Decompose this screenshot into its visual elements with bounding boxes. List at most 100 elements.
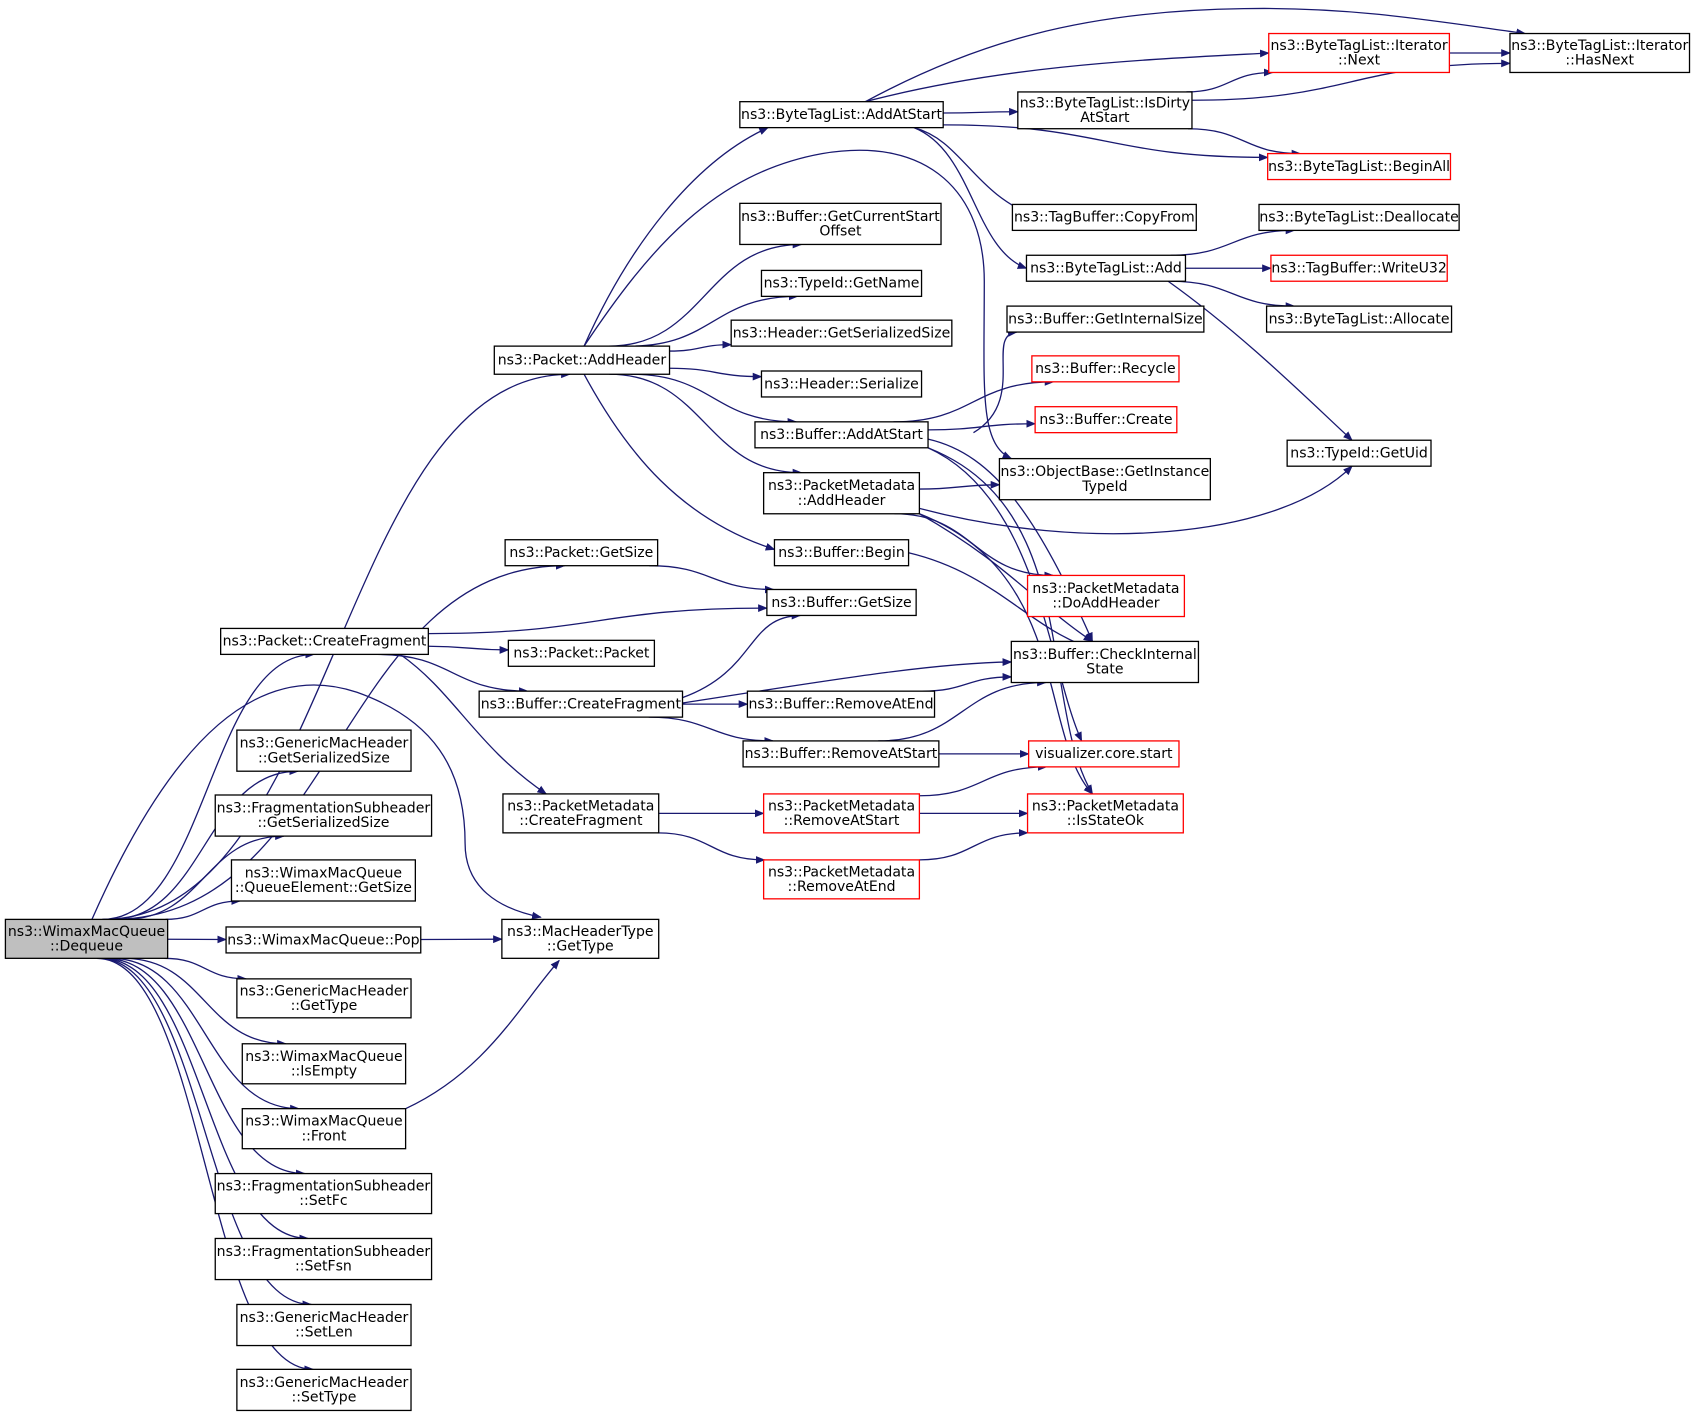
node-viz-start[interactable]: visualizer.core.start <box>1027 740 1180 768</box>
node-box <box>1011 203 1197 232</box>
node-label-line: ::IsEmpty <box>291 1063 357 1079</box>
edge-root-to-qe_getsize <box>165 897 242 921</box>
node-buf-recycle[interactable]: ns3::Buffer::Recycle <box>1031 355 1180 383</box>
node-root[interactable]: ns3::WimaxMacQueue::Dequeue <box>4 918 169 959</box>
node-box <box>241 1108 407 1150</box>
node-pkt-addheader[interactable]: ns3::Packet::AddHeader <box>493 345 671 375</box>
node-label-line: ns3::ByteTagList::Iterator <box>1511 38 1688 54</box>
node-label-line: ns3::ByteTagList::Iterator <box>1271 38 1448 54</box>
node-buf-removeatend[interactable]: ns3::Buffer::RemoveAtEnd <box>746 690 936 718</box>
edge-buf_begin-to-buf_checkinternal <box>908 552 1094 650</box>
node-buf-addatstart[interactable]: ns3::Buffer::AddAtStart <box>754 421 929 449</box>
node-pm-removeatstart[interactable]: ns3::PacketMetadata::RemoveAtStart <box>762 793 921 834</box>
node-box <box>236 729 412 772</box>
node-tagbuf-writeu32[interactable]: ns3::TagBuffer::WriteU32 <box>1270 254 1448 282</box>
node-hdr-serialize[interactable]: ns3::Header::Serialize <box>760 370 923 398</box>
node-label-line: ns3::PacketMetadata <box>507 798 654 814</box>
node-box <box>1265 305 1453 333</box>
node-mht-gettype[interactable]: ns3::MacHeaderType::GetType <box>501 918 660 959</box>
node-pm-doaddheader[interactable]: ns3::PacketMetadata::DoAddHeader <box>1026 574 1186 618</box>
edge-root-to-wmq_isempty <box>123 957 287 1048</box>
node-buf-removeatstart[interactable]: ns3::Buffer::RemoveAtStart <box>742 740 940 768</box>
node-box <box>1006 305 1205 333</box>
node-label-line: ::Front <box>301 1128 346 1144</box>
node-label-line: ::GetSerializedSize <box>258 750 390 766</box>
node-buf-createfrag[interactable]: ns3::Buffer::CreateFragment <box>478 690 684 718</box>
node-label-line: ns3::FragmentationSubheader <box>217 1244 431 1260</box>
node-label-line: ::Dequeue <box>50 938 123 954</box>
node-fsh-setfc[interactable]: ns3::FragmentationSubheader::SetFc <box>214 1172 433 1215</box>
node-btl-dealloc[interactable]: ns3::ByteTagList::Deallocate <box>1258 203 1460 232</box>
node-pm-removeatend[interactable]: ns3::PacketMetadata::RemoveAtEnd <box>762 859 921 900</box>
node-fsh-getsersize[interactable]: ns3::FragmentationSubheader::GetSerializ… <box>214 794 433 837</box>
node-label-line: ns3::PacketMetadata <box>768 864 915 880</box>
node-typeid-getname[interactable]: ns3::TypeId::GetName <box>760 269 923 298</box>
node-label-line: ns3::TagBuffer::CopyFrom <box>1014 210 1195 226</box>
node-btl-allocate[interactable]: ns3::ByteTagList::Allocate <box>1265 305 1453 333</box>
node-pkt-getsize[interactable]: ns3::Packet::GetSize <box>504 539 659 567</box>
node-box <box>236 978 412 1019</box>
node-wmq-isempty[interactable]: ns3::WimaxMacQueue::IsEmpty <box>241 1043 407 1085</box>
edge-btl_add-to-btl_dealloc <box>1170 226 1296 256</box>
node-wmq-front[interactable]: ns3::WimaxMacQueue::Front <box>241 1108 407 1150</box>
node-pm-createfrag[interactable]: ns3::PacketMetadata::CreateFragment <box>502 793 660 834</box>
node-label-line: ::SetFsn <box>295 1259 352 1275</box>
node-label-line: ns3::Buffer::GetInternalSize <box>1008 311 1202 327</box>
edge-pkt_addheader-to-hdr_getsersize <box>669 340 733 352</box>
node-gmh-gettype[interactable]: ns3::GenericMacHeader::GetType <box>236 978 412 1019</box>
edge-btl_isdirty-to-btl_beginall <box>1187 128 1302 158</box>
node-btli-hasnext[interactable]: ns3::ByteTagList::Iterator::HasNext <box>1509 32 1691 74</box>
node-btl-beginall[interactable]: ns3::ByteTagList::BeginAll <box>1267 152 1452 181</box>
node-label-line: ns3::Buffer::GetSize <box>771 595 911 611</box>
node-box <box>1027 740 1180 768</box>
edge-pm_createfrag-to-pm_removeatend <box>657 832 766 864</box>
node-label-line: ns3::ObjectBase::GetInstance <box>1000 464 1209 480</box>
node-gmh-settype[interactable]: ns3::GenericMacHeader::SetType <box>236 1368 412 1412</box>
edge-buf_createfrag-to-buf_checkinternal <box>682 658 1013 704</box>
node-buf-begin[interactable]: ns3::Buffer::Begin <box>773 539 910 567</box>
node-box <box>746 690 936 718</box>
node-gmh-getsersize[interactable]: ns3::GenericMacHeader::GetSerializedSize <box>236 729 412 772</box>
node-qe-getsize[interactable]: ns3::WimaxMacQueue::QueueElement::GetSiz… <box>230 859 416 902</box>
edge-root-to-gmh_settype <box>96 957 315 1374</box>
edge-pm_removeatstart-to-viz_start <box>919 762 1048 797</box>
node-pkt-packet[interactable]: ns3::Packet::Packet <box>507 639 656 667</box>
node-label-line: ::Next <box>1338 53 1381 69</box>
node-fsh-setfsn[interactable]: ns3::FragmentationSubheader::SetFsn <box>214 1237 433 1281</box>
node-box <box>236 1368 412 1412</box>
node-box <box>1268 32 1451 74</box>
node-label-line: ns3::Buffer::GetCurrentStart <box>741 209 940 225</box>
node-label-line: ::IsStateOk <box>1067 813 1145 829</box>
node-tagbuf-copyfrom[interactable]: ns3::TagBuffer::CopyFrom <box>1011 203 1197 232</box>
node-typeid-getuid[interactable]: ns3::TypeId::GetUid <box>1286 439 1432 467</box>
node-btli-next[interactable]: ns3::ByteTagList::Iterator::Next <box>1268 32 1451 74</box>
node-hdr-getsersize[interactable]: ns3::Header::GetSerializedSize <box>730 319 953 347</box>
node-box <box>754 421 929 449</box>
node-label-line: ns3::PacketMetadata <box>768 798 915 814</box>
node-box <box>504 539 659 567</box>
node-label-line: ::RemoveAtEnd <box>787 879 895 895</box>
edge-root-to-fsh_setfc <box>104 957 306 1178</box>
node-box <box>501 918 660 959</box>
node-btl-addatstart[interactable]: ns3::ByteTagList::AddAtStart <box>739 101 944 129</box>
node-wmq-pop[interactable]: ns3::WimaxMacQueue::Pop <box>225 926 422 954</box>
node-label-line: ns3::GenericMacHeader <box>240 736 409 752</box>
node-box <box>214 794 433 837</box>
node-btl-add[interactable]: ns3::ByteTagList::Add <box>1025 254 1187 282</box>
node-pm-isstateok[interactable]: ns3::PacketMetadata::IsStateOk <box>1026 793 1184 834</box>
node-buf-create[interactable]: ns3::Buffer::Create <box>1034 406 1178 434</box>
node-box <box>1010 640 1200 684</box>
node-label-line: ns3::PacketMetadata <box>1032 798 1179 814</box>
node-pm-addheader[interactable]: ns3::PacketMetadata::AddHeader <box>762 472 921 515</box>
node-buf-getsize[interactable]: ns3::Buffer::GetSize <box>766 588 917 617</box>
edge-pkt_addheader-to-buf_begin <box>583 373 776 551</box>
node-gmh-setlen[interactable]: ns3::GenericMacHeader::SetLen <box>236 1303 412 1347</box>
node-buf-getinternal[interactable]: ns3::Buffer::GetInternalSize <box>1006 305 1205 333</box>
node-label-line: ::AddHeader <box>798 493 886 509</box>
edge-root-to-pkt_createfrag <box>102 650 316 921</box>
node-pkt-createfrag[interactable]: ns3::Packet::CreateFragment <box>220 627 429 656</box>
